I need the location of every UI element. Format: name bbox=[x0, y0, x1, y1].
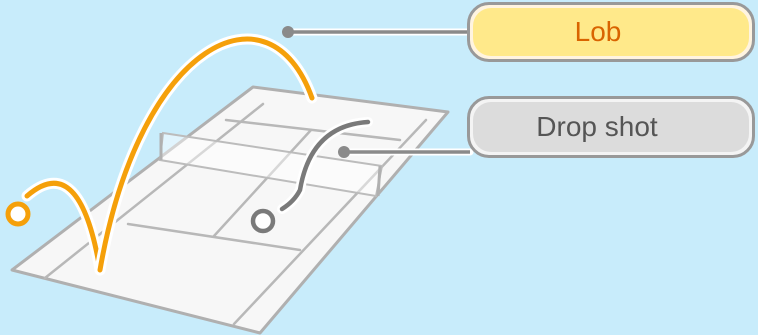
lob-ball-icon bbox=[5, 201, 31, 227]
court-line-service-far bbox=[224, 118, 402, 142]
drop-shot-label: Drop shot bbox=[467, 96, 755, 158]
lob-trajectory bbox=[5, 33, 318, 276]
lob-label-text: Lob bbox=[574, 16, 622, 47]
tennis-court bbox=[10, 85, 450, 335]
lob-leader-dot bbox=[282, 26, 294, 38]
court-outline bbox=[10, 85, 450, 335]
net-post-right bbox=[376, 165, 382, 197]
drop-shot-label-text: Drop shot bbox=[536, 111, 658, 142]
drop-shot-trajectory bbox=[250, 117, 373, 234]
drop-shot-ball-icon bbox=[250, 208, 276, 234]
court-line-center bbox=[212, 128, 313, 238]
drop-shot-leader-dot bbox=[338, 146, 350, 158]
lob-leader bbox=[282, 26, 474, 38]
lob-label: Lob bbox=[467, 2, 755, 62]
drop-shot-leader bbox=[338, 146, 474, 158]
court-line-singles-left bbox=[43, 102, 265, 280]
